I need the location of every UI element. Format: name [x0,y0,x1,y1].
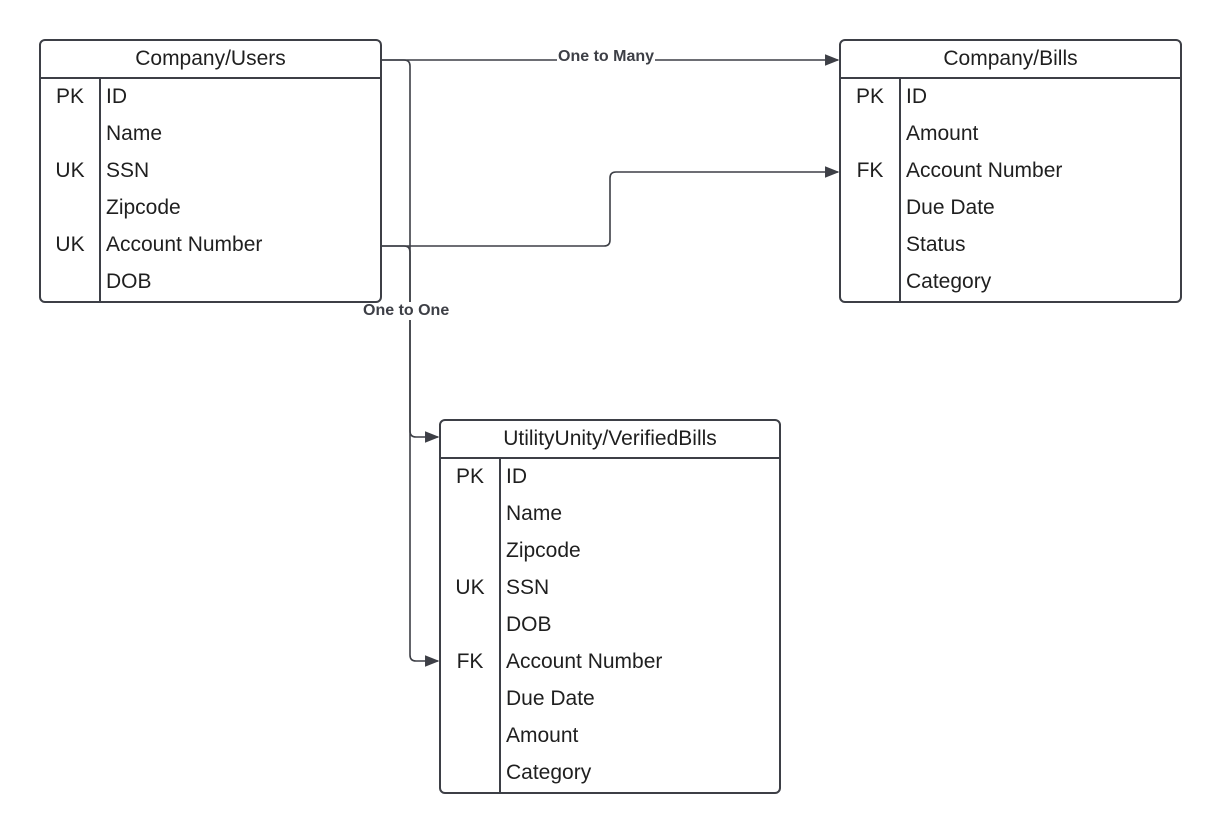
field-name: Account Number [106,233,263,256]
field-name: Account Number [506,650,663,673]
field-name: Zipcode [506,539,581,562]
field-name: Due Date [506,687,595,710]
field-name: Zipcode [106,196,181,219]
key-column-divider [899,79,901,301]
field-name: Amount [506,724,579,747]
field-row: UK SSN [441,570,779,607]
key-column-divider [499,459,501,792]
entity-title: Company/Bills [841,41,1180,79]
field-name: Category [506,761,592,784]
entity-fields: PK ID Name UK SSN Zipcode UK Account Number… [41,79,380,301]
field-row: FK Account Number [841,153,1180,190]
entity-fields: PK ID Name Zipcode UK SSN DOB FK Account Nu… [441,459,779,792]
field-name: Amount [906,122,979,145]
field-name: SSN [506,576,550,599]
field-name: ID [906,85,927,108]
entity-title: Company/Users [41,41,380,79]
field-name: ID [506,465,527,488]
field-row: Due Date [441,681,779,718]
field-row: UK Account Number [41,227,380,264]
one-to-one-label: One to One [362,302,451,320]
field-row: Due Date [841,190,1180,227]
key-column-divider [99,79,101,301]
field-row: Zipcode [41,190,380,227]
entity-verified-bills[interactable]: UtilityUnity/VerifiedBills PK ID Name Zip… [439,419,781,794]
field-row: Zipcode [441,533,779,570]
field-name: Status [906,233,966,256]
field-name: ID [106,85,127,108]
key-label: UK [55,159,85,182]
field-name: Account Number [906,159,1063,182]
field-row: Amount [441,718,779,755]
key-label: FK [856,159,884,182]
field-name: Name [506,502,563,525]
entity-company-bills[interactable]: Company/Bills PK ID Amount FK Account Numb… [839,39,1182,303]
connector-account-to-verified-fk [382,245,440,667]
field-row: Name [41,116,380,153]
key-label: PK [55,85,84,108]
field-name: Category [906,270,992,293]
field-row: DOB [441,607,779,644]
field-row: FK Account Number [441,644,779,681]
field-name: DOB [506,613,552,636]
key-label: PK [455,465,484,488]
field-name: SSN [106,159,150,182]
key-label: PK [855,85,884,108]
field-row: PK ID [841,79,1180,116]
field-row: PK ID [41,79,380,116]
field-name: Name [106,122,163,145]
field-name: Due Date [906,196,995,219]
field-row: Name [441,496,779,533]
entity-title: UtilityUnity/VerifiedBills [441,421,779,459]
field-name: DOB [106,270,152,293]
field-row: Status [841,227,1180,264]
field-row: DOB [41,264,380,301]
one-to-many-label: One to Many [557,48,656,66]
key-label: UK [55,233,85,256]
field-row: UK SSN [41,153,380,190]
connector-account-to-bills-fk [382,166,840,247]
field-row: PK ID [441,459,779,496]
field-row: Category [441,755,779,792]
key-label: UK [455,576,485,599]
key-label: FK [456,650,484,673]
field-row: Category [841,264,1180,301]
entity-company-users[interactable]: Company/Users PK ID Name UK SSN Zipcode UK… [39,39,382,303]
entity-fields: PK ID Amount FK Account Number Due Date St… [841,79,1180,301]
field-row: Amount [841,116,1180,153]
